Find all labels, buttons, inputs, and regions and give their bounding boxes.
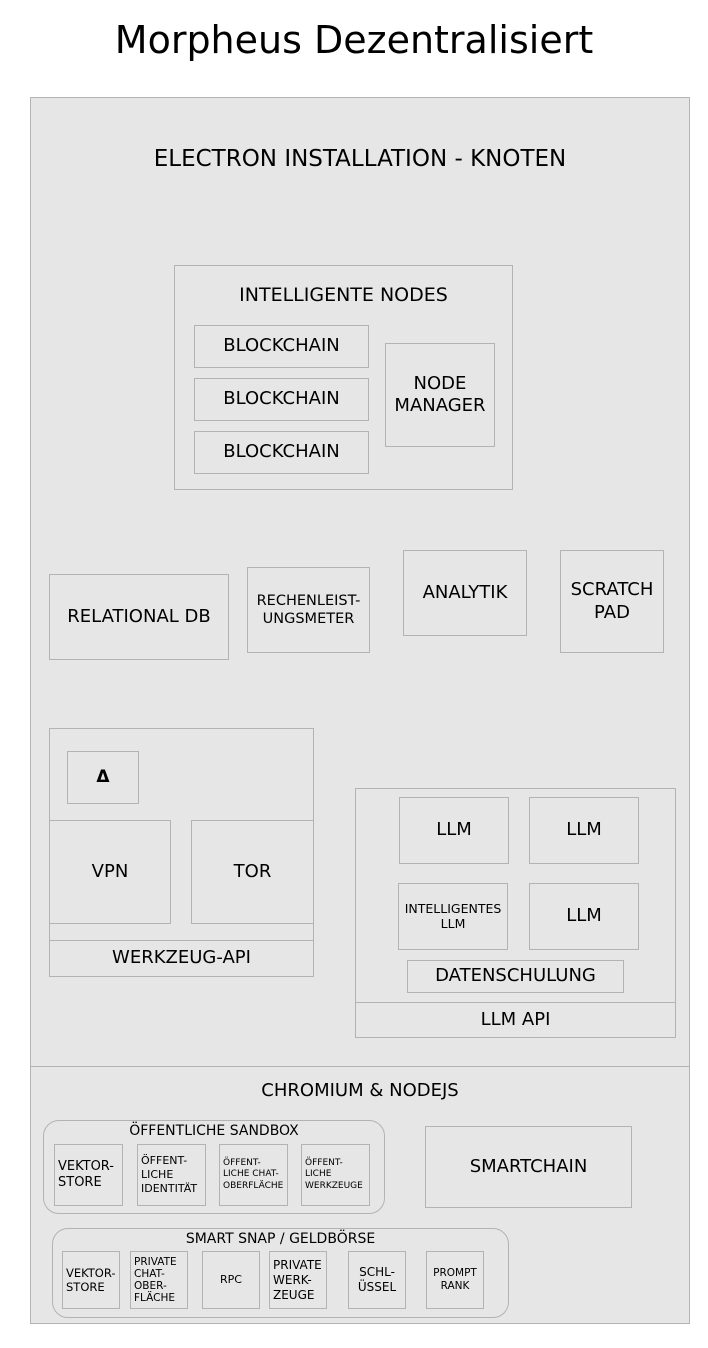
blockchain-box: BLOCKCHAIN [194, 325, 369, 368]
datenschulung-box: DATENSCHULUNG [407, 960, 624, 993]
llm-box: LLM [399, 797, 509, 864]
public-vektorstore-box: VEKTOR- STORE [54, 1144, 123, 1206]
llm-api-box: LLM API [355, 1002, 676, 1038]
private-vektorstore-box: VEKTOR- STORE [62, 1251, 120, 1309]
vpn-box: VPN [49, 820, 171, 924]
private-chat-oberflaeche-box: PRIVATE CHAT- OBER- FLÄCHE [130, 1251, 188, 1309]
intelligent-nodes-label: INTELLIGENTE NODES [239, 284, 448, 306]
public-werkzeuge-box: ÖFFENT- LICHE WERKZEUGE [301, 1144, 370, 1206]
tor-box: TOR [191, 820, 314, 924]
intelligent-nodes-group [174, 265, 513, 490]
llm-box: LLM [529, 797, 639, 864]
analytik-box: ANALYTIK [403, 550, 527, 636]
smart-snap-group [52, 1228, 509, 1318]
llm-box: LLM [529, 883, 639, 950]
diagram-title: Morpheus Dezentralisiert [114, 18, 594, 62]
delta-icon: Δ [67, 751, 139, 804]
public-sandbox-label: ÖFFENTLICHE SANDBOX [129, 1123, 299, 1139]
electron-label: ELECTRON INSTALLATION - KNOTEN [153, 146, 567, 172]
smart-snap-label: SMART SNAP / GELDBÖRSE [185, 1231, 376, 1247]
schluessel-box: SCHL- ÜSSEL [348, 1251, 406, 1309]
intelligentes-llm-box: INTELLIGENTES LLM [398, 883, 508, 950]
prompt-rank-box: PROMPT RANK [426, 1251, 484, 1309]
public-identitaet-box: ÖFFENT- LICHE IDENTITÄT [137, 1144, 206, 1206]
scratch-pad-box: SCRATCH PAD [560, 550, 664, 653]
rpc-box: RPC [202, 1251, 260, 1309]
node-manager-box: NODE MANAGER [385, 343, 495, 447]
smartchain-box: SMARTCHAIN [425, 1126, 632, 1208]
public-chat-oberflaeche-box: ÖFFENT- LICHE CHAT- OBERFLÄCHE [219, 1144, 288, 1206]
electron-panel [30, 97, 690, 1067]
blockchain-box: BLOCKCHAIN [194, 431, 369, 474]
werkzeug-api-box: WERKZEUG-API [49, 940, 314, 977]
rechenleistungsmeter-box: RECHENLEIST- UNGSMETER [247, 567, 370, 653]
private-werkzeuge-box: PRIVATE WERK- ZEUGE [269, 1251, 327, 1309]
public-sandbox-group [43, 1120, 385, 1214]
chromium-label: CHROMIUM & NODEJS [261, 1080, 459, 1101]
blockchain-box: BLOCKCHAIN [194, 378, 369, 421]
relational-db-box: RELATIONAL DB [49, 574, 229, 660]
chromium-panel [30, 1066, 690, 1324]
